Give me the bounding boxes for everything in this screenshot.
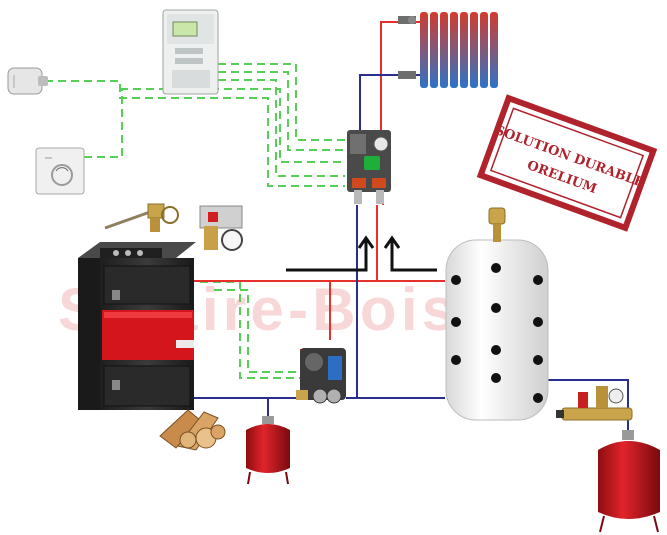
outdoor-sensor-icon	[7, 67, 48, 95]
radiator-icon	[398, 12, 498, 88]
buffer-tank-icon	[445, 239, 549, 421]
firewood-icon	[159, 409, 226, 451]
loading-unit-pump-icon	[296, 348, 346, 404]
wood-boiler-icon	[78, 242, 196, 410]
thermostatic-valve-icon	[104, 203, 179, 232]
flow-arrow-icon	[286, 235, 437, 272]
room-thermostat-icon	[35, 147, 85, 195]
hydraulic-pipes	[192, 21, 629, 430]
mixing-pump-station-icon	[347, 130, 391, 204]
regulator-controller-icon	[162, 9, 219, 95]
solution-durable-stamp: SOLUTION DURABLE ORELIUM	[476, 94, 658, 232]
air-vent-icon	[488, 207, 506, 242]
expansion-vessel-icon	[246, 416, 290, 485]
safety-group-icon	[199, 205, 243, 251]
dhw-safety-group-icon	[556, 386, 633, 421]
expansion-vessel-icon	[598, 430, 660, 533]
